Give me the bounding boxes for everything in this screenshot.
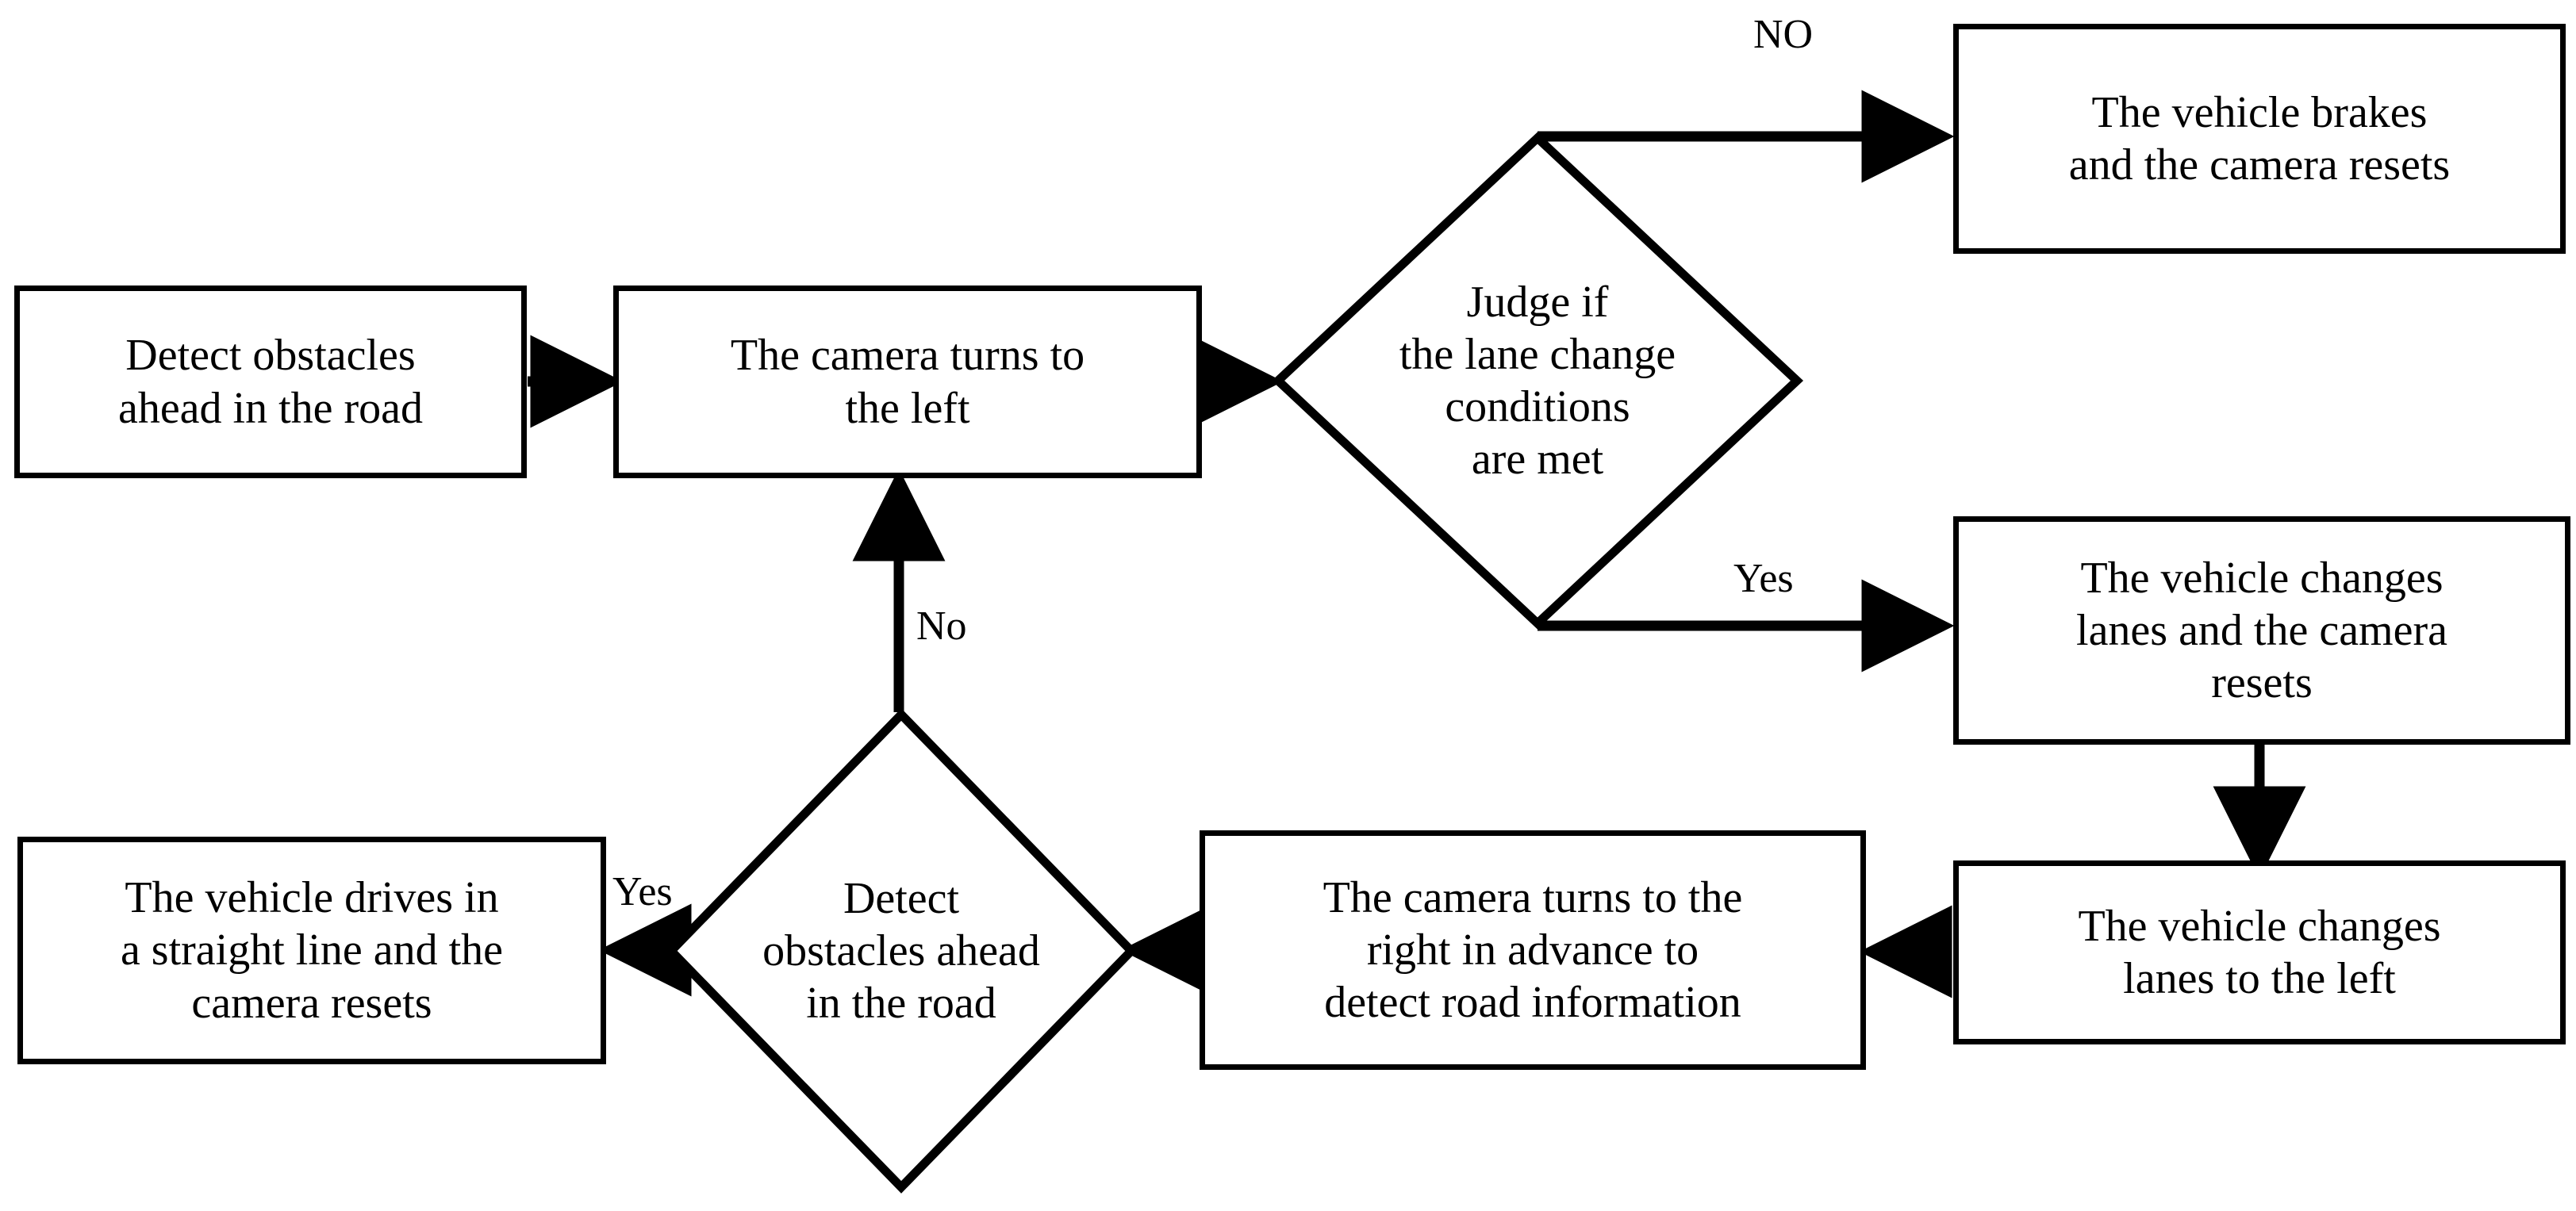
edge-label-detect-no: No <box>916 604 967 649</box>
node-camera-turns-right[interactable]: The camera turns to the right in advance… <box>1200 830 1866 1070</box>
node-vehicle-changes-lanes-camera-resets[interactable]: The vehicle changes lanes and the camera… <box>1953 516 2570 745</box>
edge-label-judge-no: NO <box>1753 12 1814 57</box>
node-camera-turns-left[interactable]: The camera turns to the left <box>613 286 1202 478</box>
edge-label-judge-yes: Yes <box>1733 556 1794 601</box>
node-vehicle-drives-straight[interactable]: The vehicle drives in a straight line an… <box>17 837 606 1064</box>
node-text: The camera turns to the right in advance… <box>1323 872 1743 1028</box>
node-vehicle-changes-lanes-left[interactable]: The vehicle changes lanes to the left <box>1953 860 2566 1044</box>
diamond-shape <box>665 708 1138 1194</box>
node-text: The vehicle changes lanes to the left <box>2078 901 2441 1003</box>
node-text: The vehicle drives in a straight line an… <box>120 873 504 1028</box>
diamond-shape <box>1271 132 1804 630</box>
node-vehicle-brakes[interactable]: The vehicle brakes and the camera resets <box>1953 24 2566 254</box>
node-detect-obstacles-decision[interactable]: Detect obstacles ahead in the road <box>665 708 1138 1194</box>
node-text: The vehicle brakes and the camera resets <box>2068 87 2451 190</box>
node-judge-lane-change[interactable]: Judge if the lane change conditions are … <box>1271 132 1804 630</box>
node-text: The camera turns to the left <box>730 331 1085 433</box>
node-text: Detect obstacles ahead in the road <box>117 331 424 433</box>
node-detect-obstacles-start[interactable]: Detect obstacles ahead in the road <box>14 286 527 478</box>
edge-label-detect-yes: Yes <box>612 869 673 914</box>
node-text: The vehicle changes lanes and the camera… <box>2076 553 2447 708</box>
